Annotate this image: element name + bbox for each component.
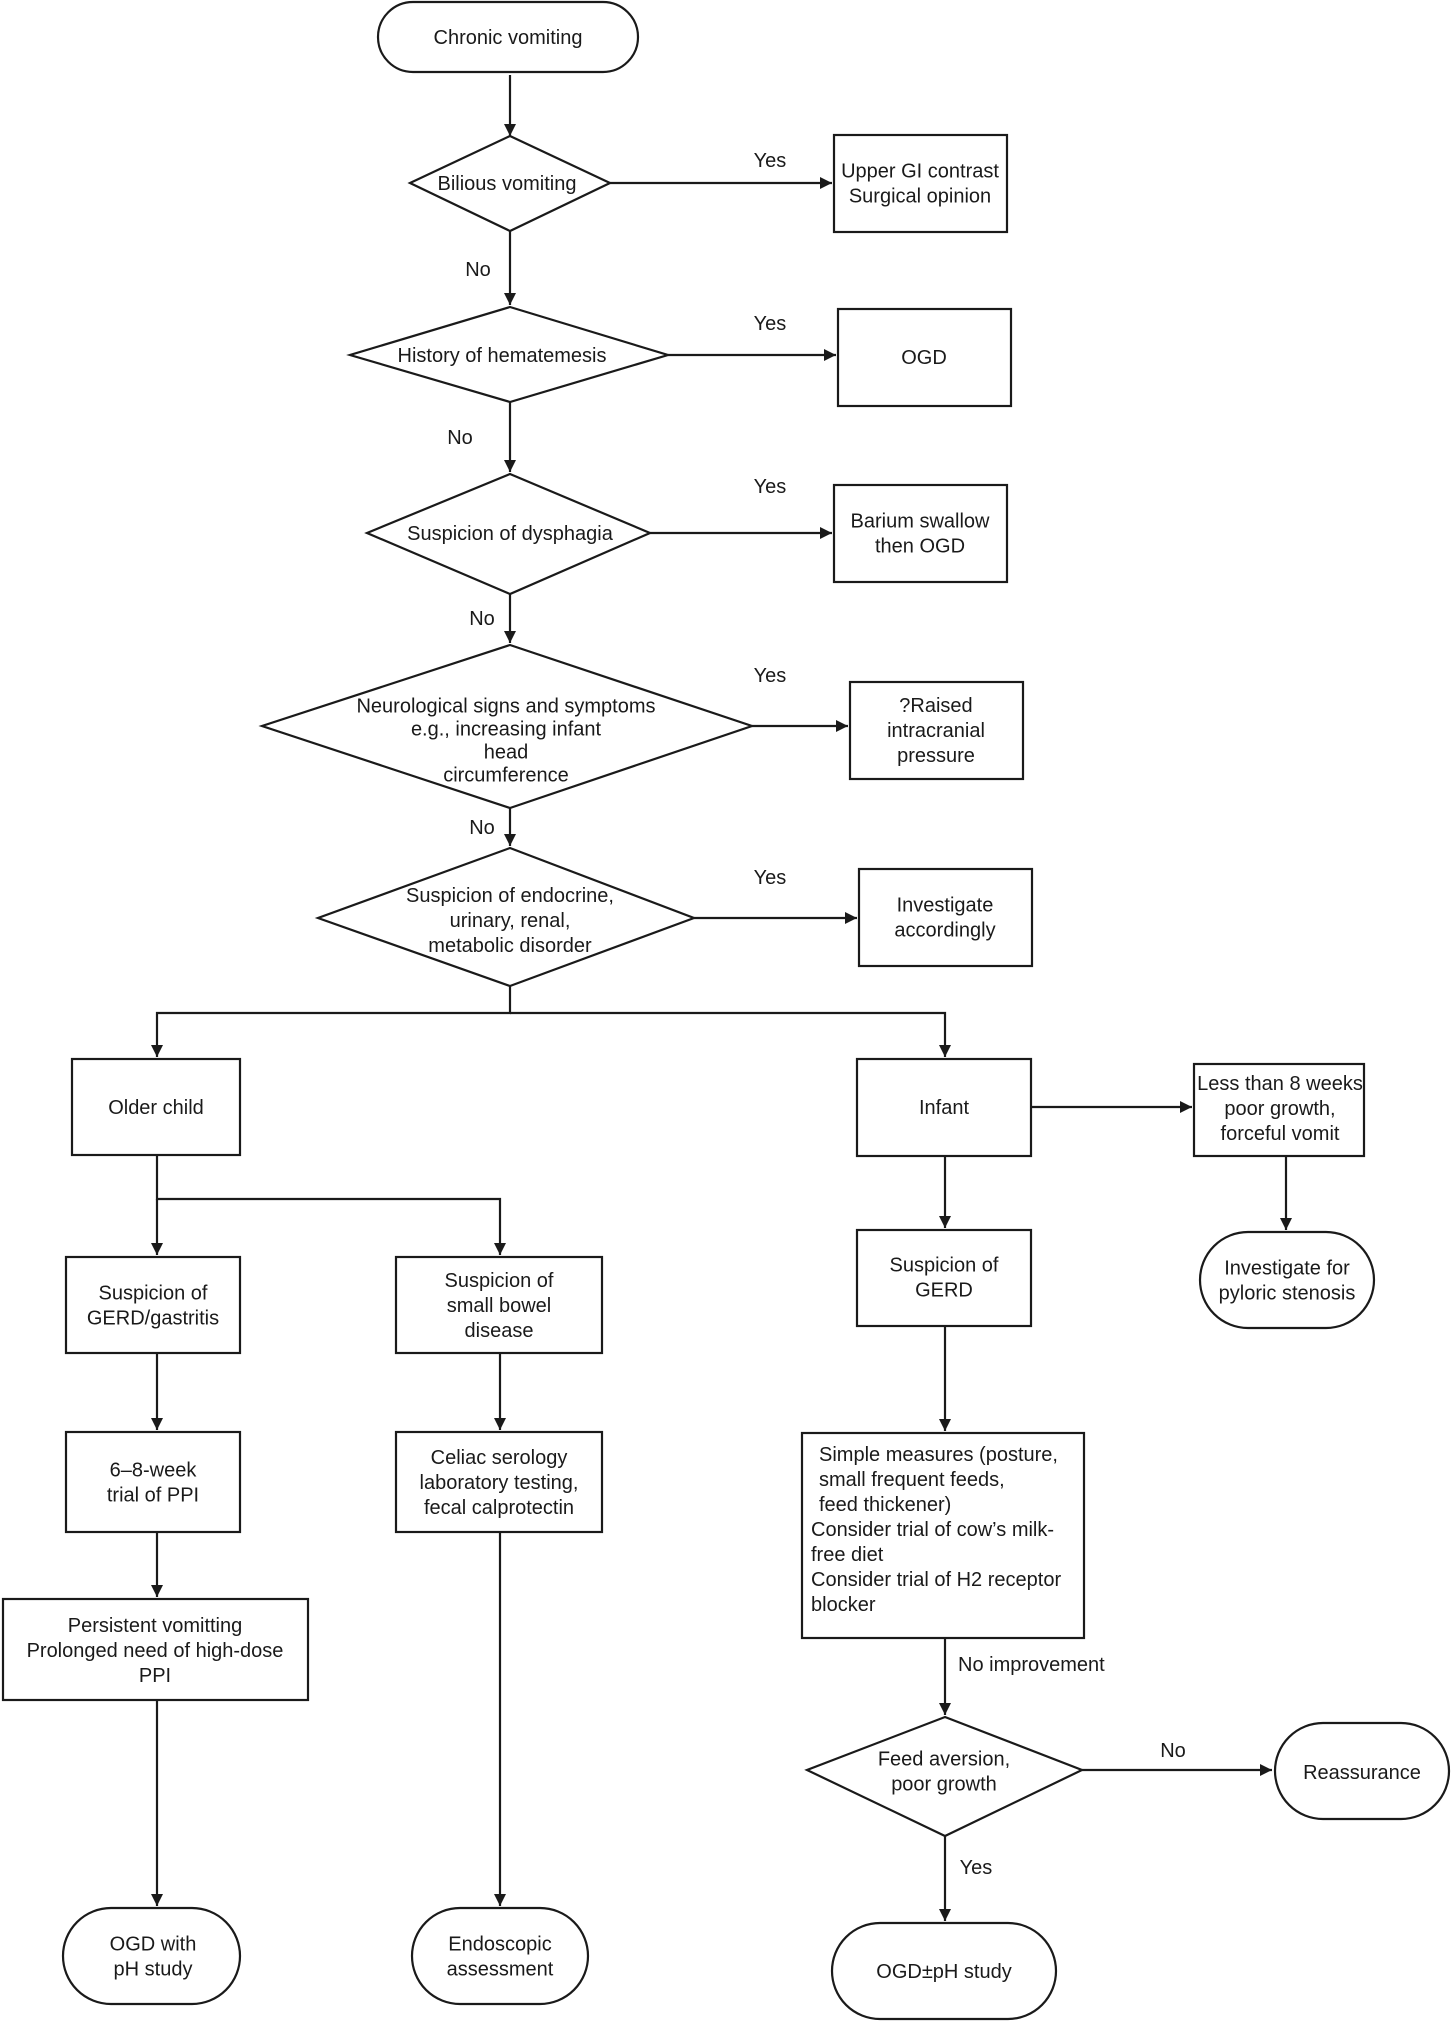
connector <box>155 1155 506 1255</box>
decision-neurological-signs <box>258 643 756 810</box>
end-node-pyloric-stenosis <box>1198 1230 1376 1330</box>
box-suspicion-small-bowel-disease <box>394 1255 604 1355</box>
decision-history-of-hematemesis <box>346 305 672 404</box>
no-label: No <box>465 259 491 281</box>
box-upper-gi-contrast <box>832 133 1009 234</box>
node-label: Feed aversion,poor growth <box>878 1749 1010 1796</box>
box-celiac-serology <box>394 1430 604 1534</box>
box-suspicion-gerd-infant <box>855 1228 1033 1328</box>
box-ogd <box>836 307 1013 408</box>
node-label: Infant <box>919 1097 969 1119</box>
connectors <box>151 75 1292 1921</box>
end-node-ogd-with-ph-study <box>61 1906 242 2006</box>
decision-feed-aversion <box>804 1715 1085 1838</box>
decision-bilious-vomiting <box>407 134 613 233</box>
yes-label: Yes <box>754 476 787 498</box>
box-investigate-accordingly <box>857 867 1034 968</box>
decision-suspicion-of-dysphagia <box>364 472 653 596</box>
box-simple-measures <box>800 1431 1086 1640</box>
yes-label: Yes <box>960 1857 993 1879</box>
node-label: Suspicion of dysphagia <box>407 523 614 545</box>
node-label: Simple measures (posture,small frequent … <box>811 1444 1061 1616</box>
node-label: OGD <box>901 347 947 369</box>
connector <box>151 986 512 1057</box>
node-label: OGD±pH study <box>876 1961 1011 1983</box>
node-label: Chronic vomiting <box>434 27 583 49</box>
end-node-ogd-ph-study <box>830 1921 1058 2021</box>
node-label: Reassurance <box>1303 1762 1421 1784</box>
no-label: No <box>469 608 495 630</box>
box-older-child <box>70 1057 242 1157</box>
box-raised-intracranial-pressure <box>848 680 1025 781</box>
yes-label: Yes <box>754 313 787 335</box>
no-label: No <box>447 427 473 449</box>
edge-labels: Yes No Yes No Yes No Yes No Yes No impro… <box>447 150 1186 1879</box>
node-label: Suspicion of endocrine,urinary, renal,me… <box>406 885 614 957</box>
decision-endocrine-disorder <box>314 846 698 988</box>
end-node-endoscopic-assessment <box>410 1906 590 2006</box>
box-less-than-8-weeks <box>1192 1062 1366 1158</box>
end-node-reassurance <box>1273 1721 1451 1821</box>
box-ppi-trial <box>64 1430 242 1534</box>
node-label: History of hematemesis <box>398 345 607 367</box>
no-label: No <box>469 817 495 839</box>
yes-label: Yes <box>754 867 787 889</box>
start-node-chronic-vomiting <box>376 0 640 74</box>
box-barium-swallow <box>832 483 1009 584</box>
yes-label: Yes <box>754 665 787 687</box>
no-improvement-label: No improvement <box>958 1654 1105 1676</box>
node-label: Bilious vomiting <box>438 173 577 195</box>
no-label: No <box>1160 1740 1186 1762</box>
box-persistent-vomitting <box>1 1597 310 1702</box>
box-infant <box>855 1057 1033 1158</box>
connector <box>510 1011 951 1057</box>
yes-label: Yes <box>754 150 787 172</box>
box-suspicion-gerd-gastritis <box>64 1255 242 1355</box>
node-label: Older child <box>108 1097 204 1119</box>
